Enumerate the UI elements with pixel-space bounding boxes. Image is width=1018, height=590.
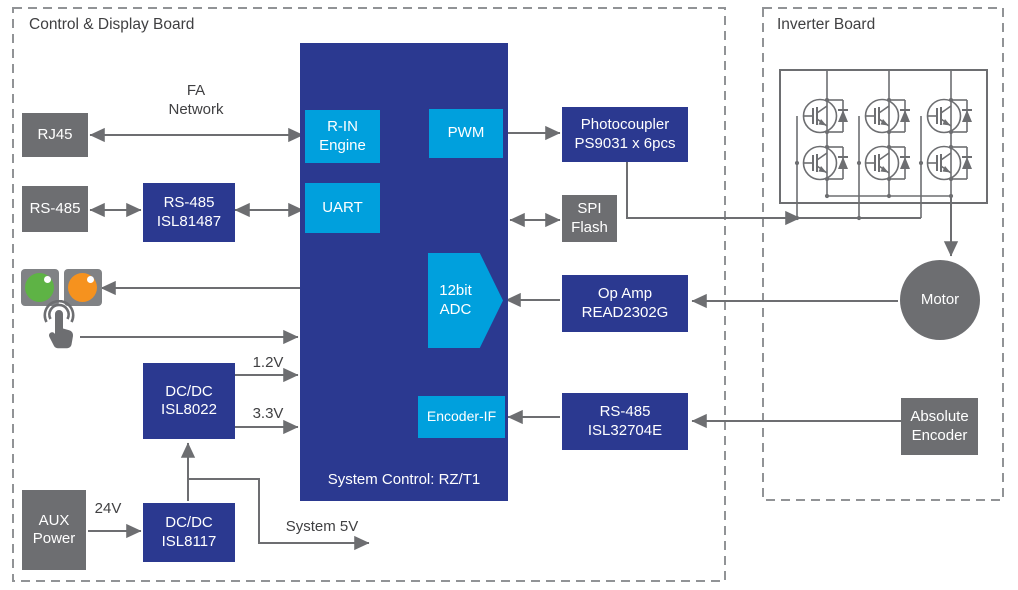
motor: Motor [900, 260, 980, 340]
spi-flash: SPI Flash [562, 195, 617, 242]
opamp-read2302g: Op Amp READ2302G [562, 275, 688, 332]
touch-input-icon [38, 299, 90, 359]
rs485-transceiver-isl81487: RS-485 ISL81487 [143, 183, 235, 242]
connectors [80, 125, 959, 551]
igbt-bridge-schematic [779, 69, 988, 221]
1v2-label: 1.2V [252, 354, 284, 371]
24v-label: 24V [94, 500, 122, 517]
control-board-border [12, 7, 726, 582]
photocoupler-ps9031: Photocoupler PS9031 x 6pcs [562, 107, 688, 162]
inverter-board-border [762, 7, 1004, 501]
orange-led-icon [64, 269, 102, 306]
control-board-title: Control & Display Board [29, 16, 195, 33]
conn-photocoupler-bridge [626, 162, 921, 219]
soc-label: System Control: RZ/T1 [327, 471, 481, 488]
aux-power: AUX Power [22, 490, 86, 570]
absolute-encoder: Absolute Encoder [901, 398, 978, 455]
dcdc-isl8022: DC/DC ISL8022 [143, 363, 235, 439]
fa-network-label: FA Network [168, 82, 224, 118]
soc-uart: UART [305, 183, 380, 233]
soc-pwm: PWM [429, 109, 503, 158]
conn-system5v [188, 478, 370, 551]
rs485-port: RS-485 [22, 186, 88, 232]
inverter-board-title: Inverter Board [777, 16, 876, 33]
rj45-port: RJ45 [22, 113, 88, 157]
3v3-label: 3.3V [252, 405, 284, 422]
green-led-icon [21, 269, 59, 306]
dcdc-isl8117: DC/DC ISL8117 [143, 503, 235, 562]
rs485-isl32704e: RS-485 ISL32704E [562, 393, 688, 450]
soc-rin-engine: R-IN Engine [305, 110, 380, 163]
soc-adc-label: 12bit ADC [439, 282, 472, 318]
system-5v-label: System 5V [285, 518, 359, 535]
soc-encoder-if: Encoder-IF [418, 396, 505, 438]
